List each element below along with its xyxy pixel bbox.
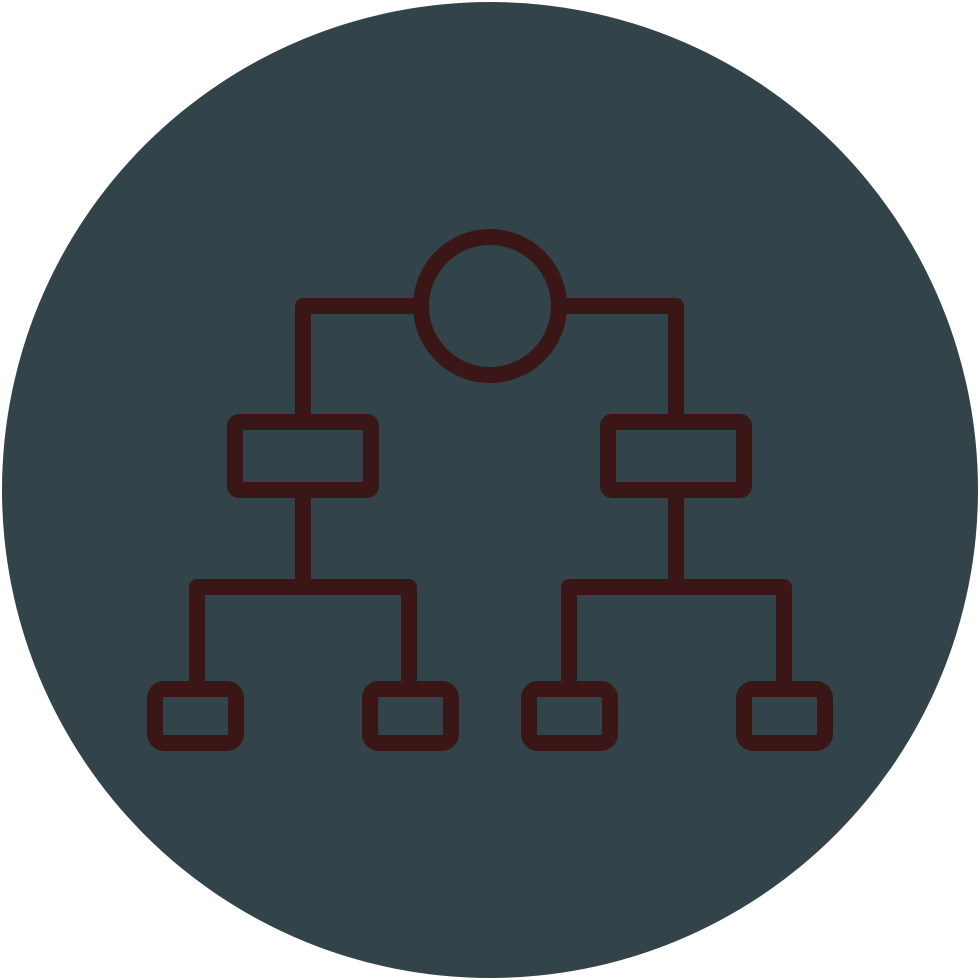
leaf-node-3	[521, 681, 618, 751]
root-right-connector	[551, 298, 684, 430]
leaf-node-4	[736, 681, 833, 751]
right-branch-fork	[561, 579, 792, 697]
left-branch-fork	[189, 579, 417, 697]
hierarchy-glyph	[147, 229, 833, 751]
leaf-node-1	[147, 681, 244, 751]
leaf-node-2	[362, 681, 459, 751]
root-left-connector	[295, 298, 429, 430]
